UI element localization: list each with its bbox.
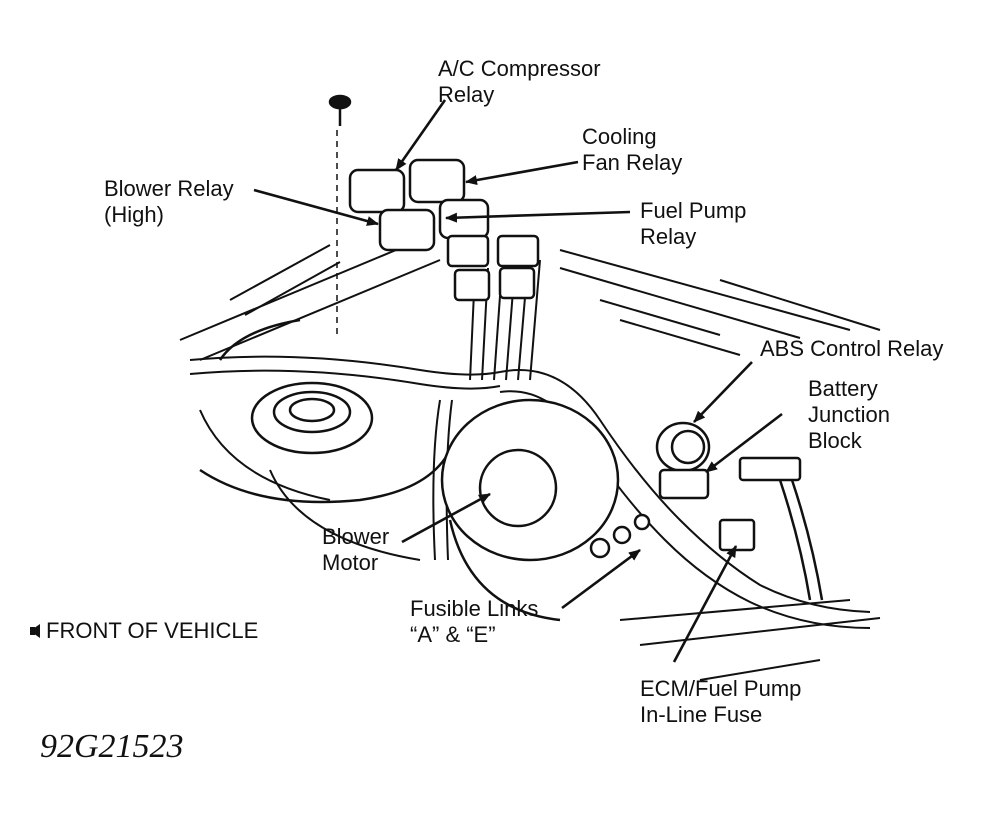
leader-abs-control-relay (693, 361, 753, 423)
label-fuel-pump-relay: Fuel Pump Relay (640, 198, 747, 249)
front-of-vehicle-text: FRONT OF VEHICLE (46, 618, 259, 643)
figure-id: 92G21523 (40, 728, 184, 765)
label-battery-junction-block: Battery Junction Block (808, 376, 890, 453)
blower-motor-housing (440, 398, 620, 622)
leader-blower-relay (253, 188, 379, 226)
label-ac-compressor-relay: A/C Compressor Relay (438, 56, 601, 107)
label-abs-control-relay: ABS Control Relay (760, 336, 944, 361)
label-blower-motor: Blower Motor (322, 524, 390, 575)
leader-ecm-fuel-pump-fuse (672, 545, 738, 663)
leader-fusible-links (561, 548, 641, 610)
strut-tower (199, 318, 452, 504)
leader-ac-compressor-relay (394, 99, 447, 171)
fusible-link-studs (589, 513, 651, 559)
relay-cluster (348, 158, 540, 302)
leader-cooling-fan-relay (465, 160, 579, 185)
label-cooling-fan-relay: Cooling Fan Relay (582, 124, 683, 175)
label-fusible-links: Fusible Links “A” & “E” (410, 596, 539, 647)
abs-relay-and-junction (655, 421, 824, 601)
body-panel-lines (179, 239, 881, 681)
mounting-screw (328, 94, 352, 335)
leader-fuel-pump-relay (445, 210, 631, 223)
leader-blower-motor (401, 492, 491, 544)
leader-lines (253, 99, 783, 663)
label-ecm-fuel-pump-fuse: ECM/Fuel Pump In-Line Fuse (640, 676, 802, 727)
front-of-vehicle-legend: FRONT OF VEHICLE (30, 618, 258, 644)
label-blower-relay-high: Blower Relay (High) (104, 176, 234, 227)
front-arrow-icon (30, 624, 40, 638)
leader-battery-junction-block (705, 412, 783, 474)
